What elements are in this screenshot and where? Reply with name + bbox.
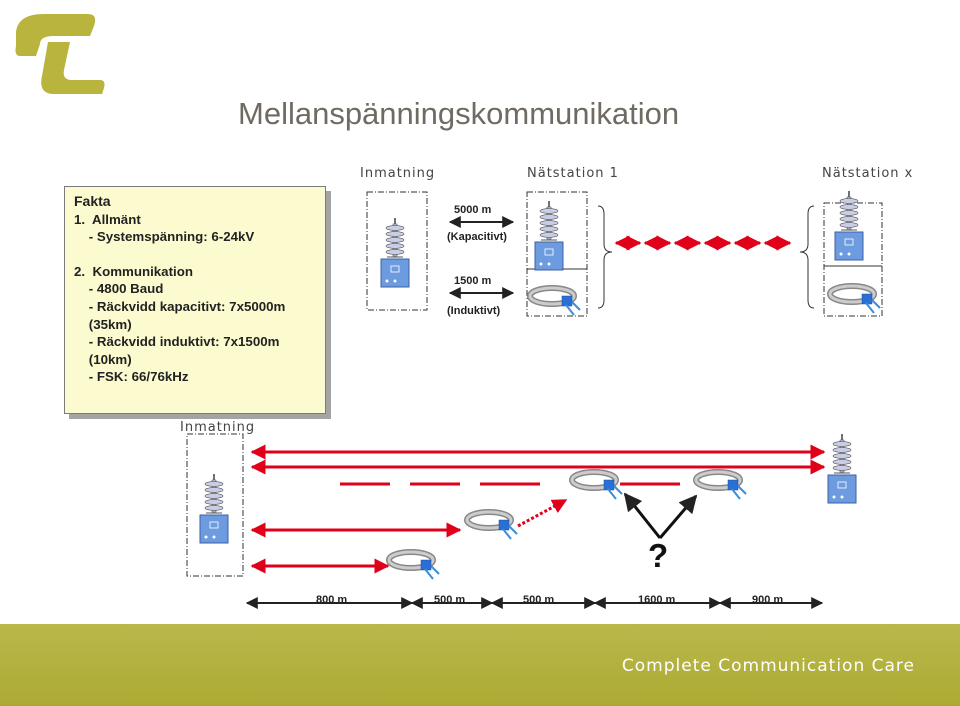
- ind-distance-label: 1500 m: [454, 275, 492, 287]
- coupler-icon: [530, 288, 580, 315]
- fakta-title: Fakta: [74, 193, 111, 209]
- distance-label: 1600 m: [638, 594, 676, 606]
- question-arrow: [658, 494, 698, 539]
- kap-type-label: (Kapacitivt): [447, 231, 507, 243]
- fakta-line: - Räckvidd induktivt: 7x1500m: [74, 334, 280, 350]
- distance-label: 800 m: [316, 594, 347, 606]
- footer-tagline: Complete Communication Care: [621, 656, 915, 676]
- natstation1-box: [526, 191, 588, 317]
- bracket-left: [597, 205, 613, 309]
- inmatning-label-bottom: Inmatning: [180, 420, 256, 435]
- insulator-icon: [534, 200, 564, 271]
- coupler-icon: [467, 512, 517, 539]
- fakta-line: - 4800 Baud: [74, 281, 164, 297]
- fakta-box: Fakta 1. Allmänt - Systemspänning: 6-24k…: [64, 186, 326, 414]
- question-arrow: [623, 492, 662, 539]
- fakta-line: (10km): [74, 351, 132, 367]
- insulator-icon: [380, 217, 410, 288]
- footer-bar: Complete Communication Care: [0, 624, 960, 706]
- insulator-icon: [834, 190, 864, 261]
- insulator-icon: [827, 433, 857, 504]
- fakta-line: - Systemspänning: 6-24kV: [74, 229, 255, 245]
- kap-distance-label: 5000 m: [454, 204, 492, 216]
- inmatning-label-top: Inmatning: [360, 166, 436, 181]
- coupler-icon: [696, 472, 746, 499]
- bracket-right: [799, 205, 815, 309]
- page-title: Mellanspänningskommunikation: [238, 96, 680, 131]
- natstation1-label: Nätstation 1: [527, 166, 619, 181]
- fakta-line: - Räckvidd kapacitivt: 7x5000m: [74, 298, 286, 314]
- coupler-icon: [572, 472, 622, 499]
- fakta-line: 1. Allmänt: [74, 211, 141, 227]
- coupler-dotted-arrow: [517, 498, 568, 528]
- distance-label: 500 m: [434, 594, 465, 606]
- coupler-icon: [389, 552, 439, 579]
- insulator-icon: [199, 473, 229, 544]
- natstationx-box: [823, 202, 883, 317]
- question-mark: ?: [648, 537, 669, 574]
- inmatning-bottom-box: [186, 433, 244, 577]
- distance-label: 500 m: [523, 594, 554, 606]
- fakta-line: (35km): [74, 316, 132, 332]
- fakta-line: 2. Kommunikation: [74, 263, 193, 279]
- ind-type-label: (Induktivt): [447, 305, 500, 317]
- inmatning-box: [366, 191, 428, 311]
- coupler-icon: [830, 286, 880, 313]
- distance-label: 900 m: [752, 594, 783, 606]
- company-logo: [15, 14, 105, 94]
- natstationx-label: Nätstation x: [822, 166, 914, 181]
- fakta-line: - FSK: 66/76kHz: [74, 369, 189, 385]
